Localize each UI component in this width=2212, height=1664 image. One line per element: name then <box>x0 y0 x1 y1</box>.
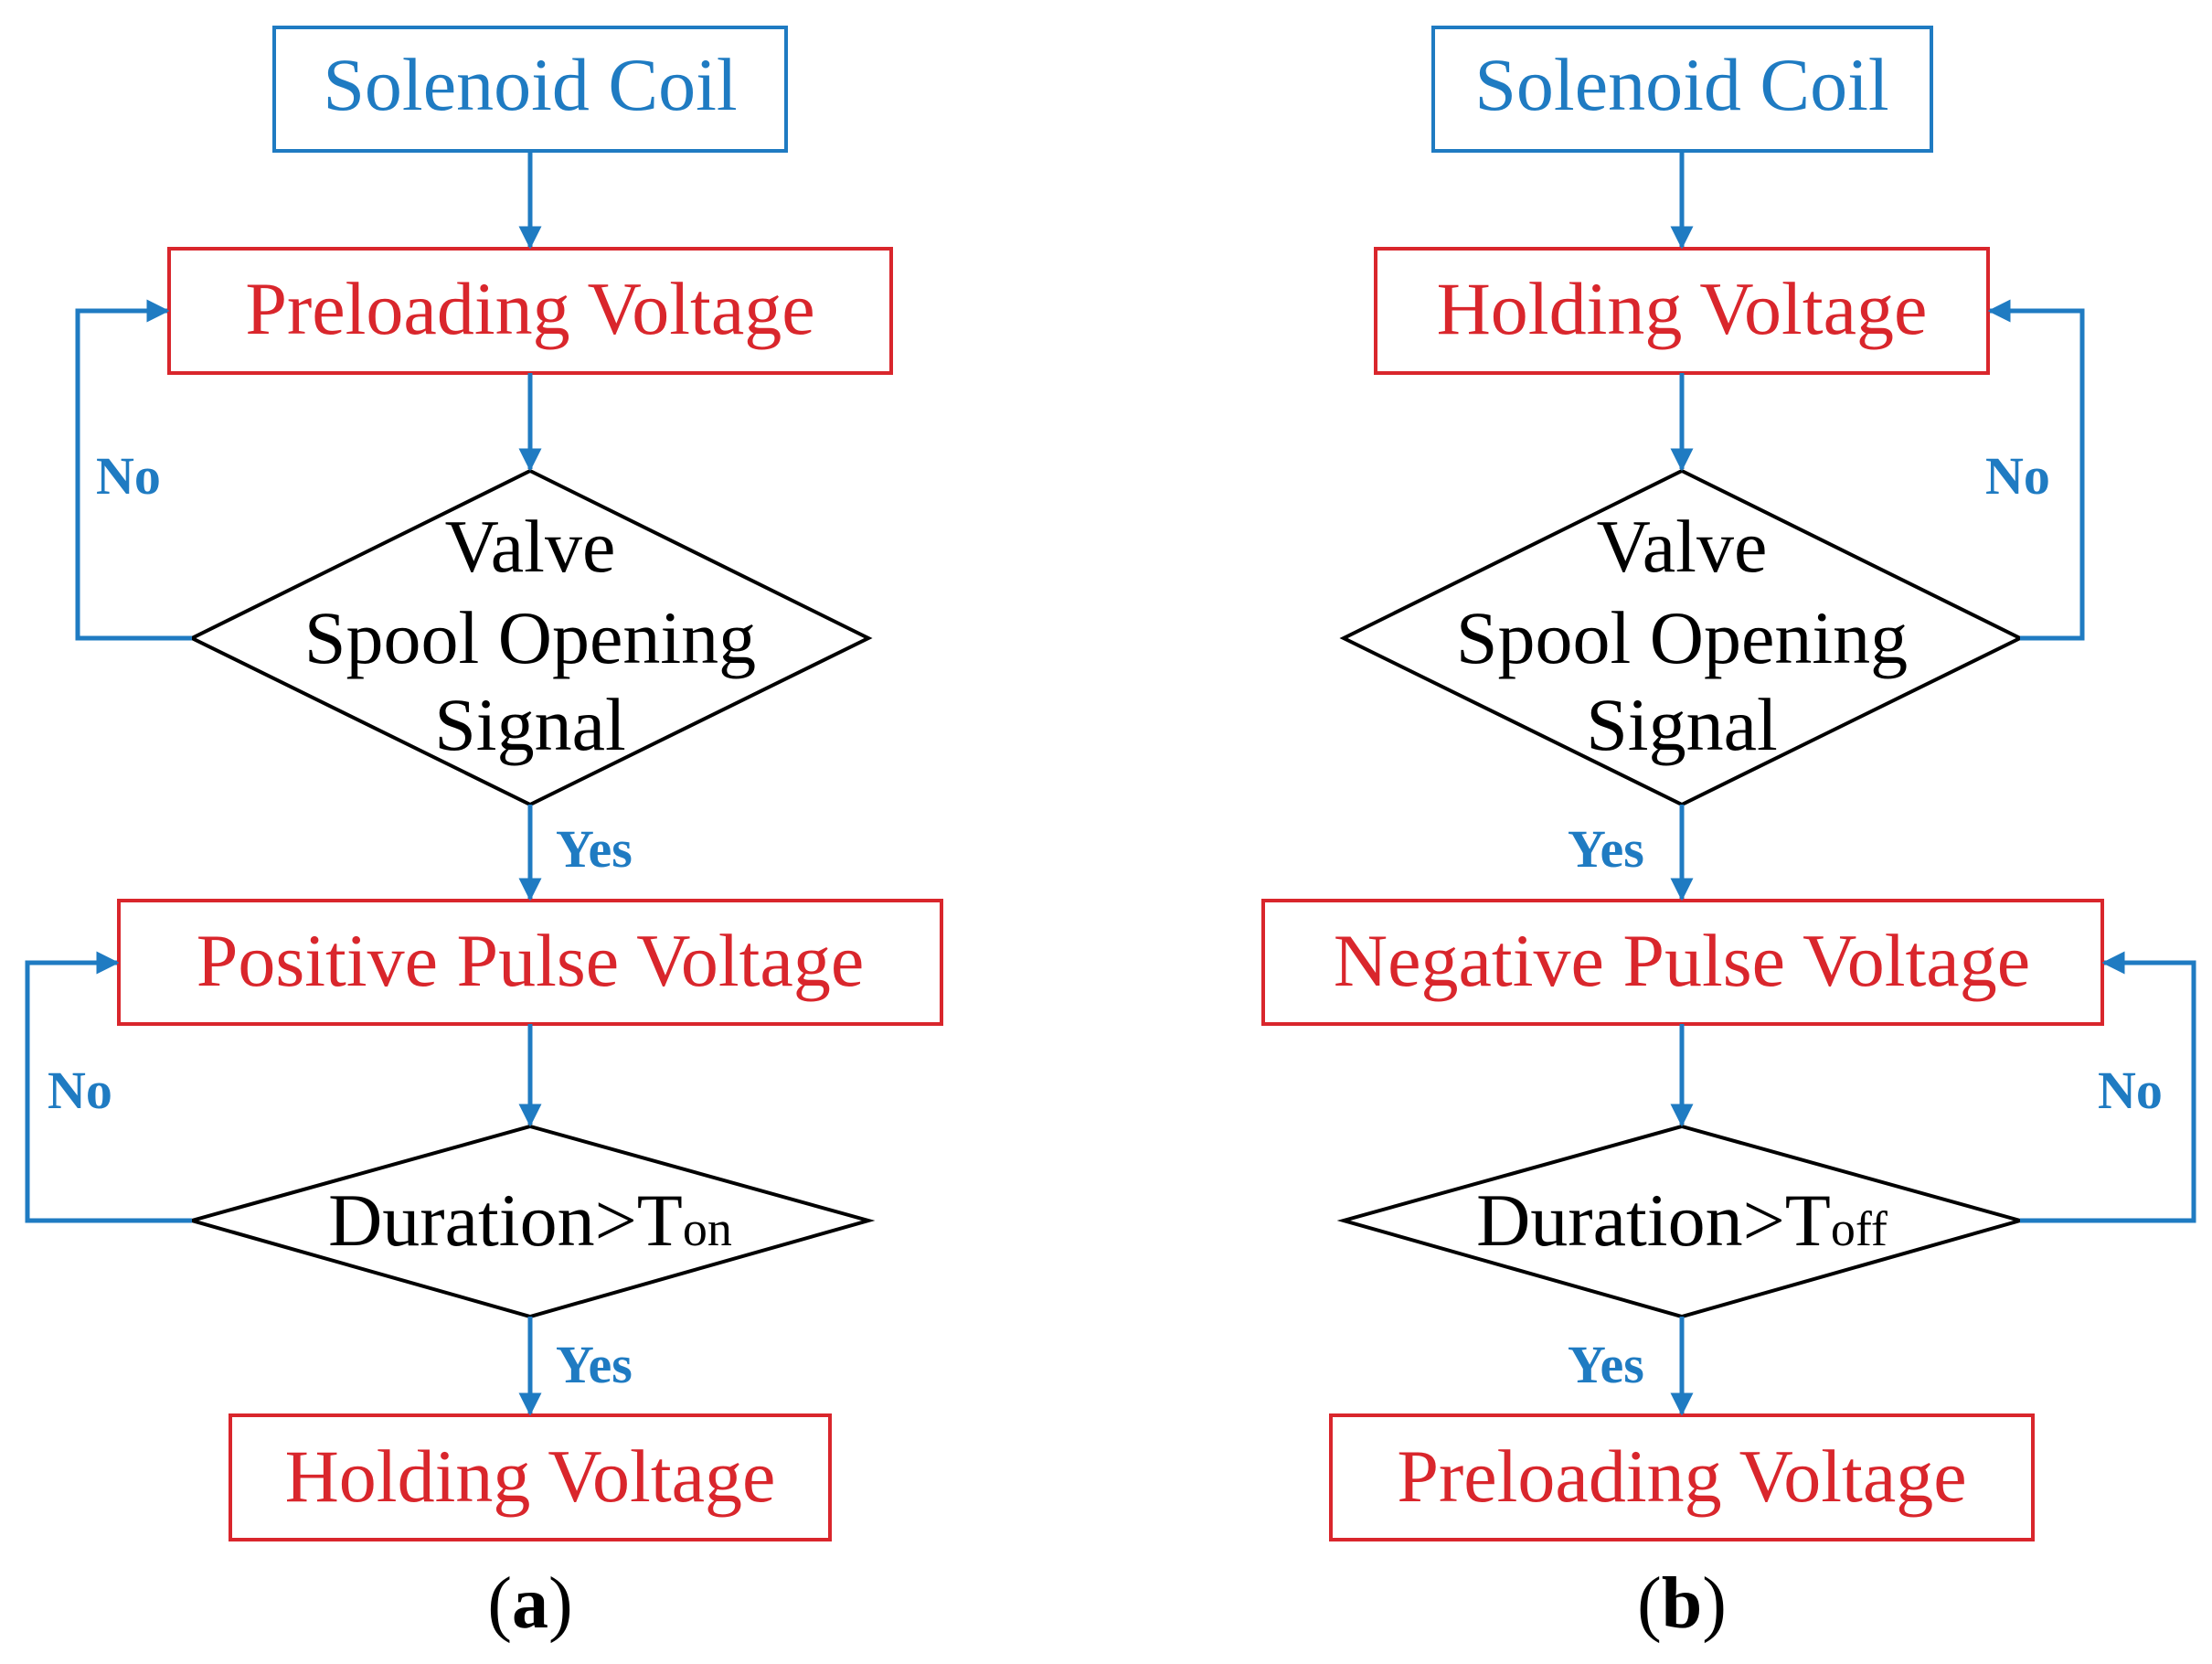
panel-b-start-label: Solenoid Coil <box>1474 43 1888 126</box>
panel-b-step1-label: Holding Voltage <box>1437 267 1928 350</box>
panel-a-decision1-line2: Spool Opening <box>304 596 756 679</box>
panel-a-start-label: Solenoid Coil <box>323 43 737 126</box>
panel-b-caption-close: ) <box>1702 1563 1727 1644</box>
panel-a-decision2-sub: on <box>683 1201 732 1256</box>
panel-b-no2-label: No <box>2098 1061 2163 1120</box>
panel-b-decision1-line2: Spool Opening <box>1456 596 1908 679</box>
panel-a-step2-label: Positive Pulse Voltage <box>197 919 864 1002</box>
panel-b-step2-box <box>1261 899 2104 1026</box>
panel-b-caption-open: ( <box>1637 1563 1662 1644</box>
panel-b-step3-label: Preloading Voltage <box>1397 1435 1966 1518</box>
panel-a-step3-label: Holding Voltage <box>285 1435 776 1518</box>
panel-a: Solenoid Coil Preloading Voltage Valve S… <box>25 26 943 1644</box>
panel-b-caption: (b) <box>1637 1563 1727 1644</box>
panel-a-step1-box <box>167 247 893 375</box>
panel-a-arrow-decision2-no <box>25 951 192 1223</box>
panel-b-decision2-sub: off <box>1831 1201 1888 1256</box>
panel-b-no1-label: No <box>1985 446 2050 506</box>
panel-b-step2-label: Negative Pulse Voltage <box>1334 919 2030 1002</box>
panel-a-yes2-label: Yes <box>556 1335 633 1394</box>
panel-a-arrow-decision1-no <box>75 299 192 641</box>
panel-b-start-box <box>1431 26 1933 153</box>
panel-b-decision2-main: Duration>T <box>1476 1179 1831 1262</box>
panel-a-decision1-line3: Signal <box>434 683 626 766</box>
panel-a-decision2-main: Duration>T <box>328 1179 683 1262</box>
panel-b-decision1-line1: Valve <box>1597 505 1768 588</box>
panel-a-step1-label: Preloading Voltage <box>245 267 814 350</box>
panel-a-caption: (a) <box>487 1563 572 1644</box>
panel-b-step3-box <box>1329 1413 2035 1541</box>
panel-b: Solenoid Coil Holding Voltage Valve Spoo… <box>1261 26 2196 1644</box>
panel-a-no2-label: No <box>48 1061 112 1120</box>
panel-a-decision2-label: Duration>Ton <box>328 1179 732 1262</box>
panel-b-caption-letter: b <box>1662 1563 1703 1644</box>
panel-b-decision1-line3: Signal <box>1586 683 1778 766</box>
panel-a-start-box <box>272 26 788 153</box>
panel-b-yes1-label: Yes <box>1568 819 1644 879</box>
panel-a-caption-close: ) <box>548 1563 573 1644</box>
panel-b-arrow-decision2-no <box>2020 951 2196 1223</box>
panel-a-no1-label: No <box>96 446 161 506</box>
panel-a-decision1-line1: Valve <box>445 505 616 588</box>
panel-a-caption-letter: a <box>512 1563 548 1644</box>
panel-b-decision2-label: Duration>Toff <box>1476 1179 1888 1262</box>
panel-a-yes1-label: Yes <box>556 819 633 879</box>
panel-a-caption-open: ( <box>487 1563 512 1644</box>
panel-a-step3-box <box>229 1413 832 1541</box>
panel-b-arrow-decision1-no <box>1987 299 2085 641</box>
panel-b-yes2-label: Yes <box>1568 1335 1644 1394</box>
